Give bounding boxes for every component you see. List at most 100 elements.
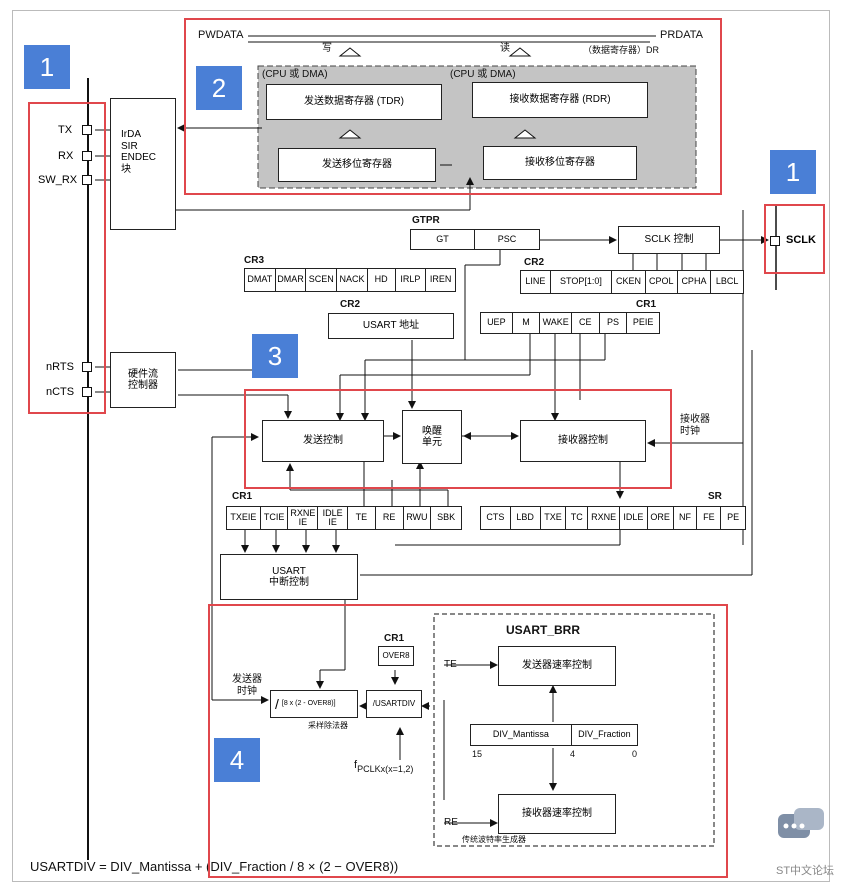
- sr-bit: CTS: [481, 507, 511, 529]
- highlight-data-path: [184, 18, 722, 195]
- sr-bit: IDLE: [620, 507, 648, 529]
- cr2-bit: LINE: [521, 271, 551, 293]
- div-register: DIV_Mantissa DIV_Fraction: [470, 724, 638, 746]
- cr2-bit: CKEN: [612, 271, 646, 293]
- write-label: 写: [322, 43, 332, 54]
- cr3-bit: DMAT: [245, 269, 276, 291]
- rx-control-block: 接收器控制: [520, 420, 646, 462]
- te-label: TE: [444, 659, 457, 670]
- cr2-bit: CPHA: [678, 271, 712, 293]
- figure-border: [12, 10, 830, 882]
- fpclk-label: fPCLKx(x=1,2): [354, 759, 413, 774]
- pin-nrts: nRTS: [46, 361, 74, 373]
- highlight-control: [244, 389, 672, 489]
- prdata-label: PRDATA: [660, 29, 703, 41]
- tx-clock-label: 发送器 时钟: [232, 674, 262, 697]
- pin-tx: TX: [58, 124, 73, 136]
- cr1b-label: CR1: [232, 491, 253, 502]
- sr-bit: TC: [566, 507, 589, 529]
- pwdata-label: PWDATA: [198, 29, 244, 41]
- pin-sw-rx: SW_RX: [38, 174, 78, 186]
- pin-square-sw-rx: [82, 175, 92, 185]
- pin-square-tx: [82, 125, 92, 135]
- cr1-register-lower: TXEIE TCIE RXNE IE IDLE IE TE RE RWU SBK: [226, 506, 462, 530]
- div-fraction: DIV_Fraction: [578, 729, 631, 740]
- rx-clock-label: 接收器 时钟: [680, 414, 710, 437]
- sr-bit: FE: [697, 507, 722, 529]
- watermark-text: ST中文论坛: [776, 865, 835, 877]
- sr-register: CTS LBD TXE TC RXNE IDLE ORE NF FE PE: [480, 506, 746, 530]
- pin-ncts: nCTS: [46, 386, 75, 398]
- cr1-bit: IDLE IE: [318, 507, 348, 529]
- cr2b-label: CR2: [340, 299, 361, 310]
- highlight-pins: [28, 102, 106, 414]
- sampling-divider-label: 采样除法器: [308, 721, 348, 730]
- tx-shift-block: 发送移位寄存器: [278, 148, 436, 182]
- cr3-bit: IREN: [429, 274, 452, 285]
- cr2-bit: CPOL: [646, 271, 678, 293]
- cr1-bit: TXEIE: [227, 507, 261, 529]
- cr1-bit: PEIE: [632, 317, 654, 328]
- rx-shift-block: 接收移位寄存器: [483, 146, 637, 180]
- highlight-sclk: [764, 204, 825, 274]
- fpclk-f: f: [354, 759, 358, 771]
- sr-label: SR: [708, 491, 722, 502]
- pin-sclk: SCLK: [786, 234, 816, 246]
- cr1-bit: RWU: [404, 507, 432, 529]
- hw-flow-block: 硬件流 控制器: [110, 352, 176, 408]
- badge-3: 3: [252, 334, 298, 378]
- sr-bit: ORE: [648, 507, 674, 529]
- tx-rate-block: 发送器速率控制: [498, 646, 616, 686]
- rdr-block: 接收数据寄存器 (RDR): [472, 82, 648, 118]
- badge-2: 2: [196, 66, 242, 110]
- badge-4: 4: [214, 738, 260, 782]
- chat-bubble-icon: [776, 806, 826, 856]
- re-label: RE: [444, 817, 458, 828]
- brr-note: 传统波特率生成器: [462, 835, 526, 844]
- usart-brr-title: USART_BRR: [506, 623, 581, 637]
- wake-unit-block: 唤醒 单元: [402, 410, 462, 464]
- cr1-bit: M: [513, 313, 541, 333]
- sclk-control-block: SCLK 控制: [618, 226, 720, 254]
- cr1a-label: CR1: [636, 299, 657, 310]
- cr1-register-upper: UEP M WAKE CE PS PEIE: [480, 312, 660, 334]
- usartdiv-formula: USARTDIV = DIV_Mantissa + (DIV_Fraction …: [30, 859, 399, 874]
- usart-address-block: USART 地址: [328, 313, 454, 339]
- pin-square-ncts: [82, 387, 92, 397]
- cr1-bit: SBK: [437, 512, 456, 523]
- cr3-bit: IRLP: [396, 269, 427, 291]
- usart-interrupt-block: USART 中断控制: [220, 554, 358, 600]
- over8-box: OVER8: [378, 646, 414, 666]
- sr-bit: TXE: [541, 507, 567, 529]
- pin-rx: RX: [58, 150, 74, 162]
- div-slash: /: [275, 695, 279, 712]
- badge-1-right: 1: [770, 150, 816, 194]
- tx-control-block: 发送控制: [262, 420, 384, 462]
- badge-1-left: 1: [24, 45, 70, 89]
- pin-square-sclk: [770, 236, 780, 246]
- cr1-bit: TE: [348, 507, 376, 529]
- sr-bit: NF: [674, 507, 698, 529]
- cr1-bit: PS: [600, 313, 628, 333]
- irda-block: IrDA SIR ENDEC 块: [110, 98, 176, 230]
- highlight-baud-rate: [208, 604, 728, 878]
- bit-15: 15: [472, 749, 483, 759]
- cr1-bit: RE: [376, 507, 404, 529]
- bit-4: 4: [570, 749, 576, 759]
- pin-square-rx: [82, 151, 92, 161]
- usartdiv-box: /USARTDIV: [366, 690, 422, 718]
- cr3-register: DMAT DMAR SCEN NACK HD IRLP IREN: [244, 268, 456, 292]
- cr1c-label: CR1: [384, 633, 405, 644]
- cr2-bit: LBCL: [715, 276, 739, 287]
- cr1-bit: UEP: [481, 313, 513, 333]
- gtpr-register: GT PSC: [410, 229, 540, 250]
- sr-bit: PE: [727, 512, 740, 523]
- cr2a-label: CR2: [524, 257, 545, 268]
- div-mantissa: DIV_Mantissa: [471, 725, 572, 745]
- cr3-bit: HD: [368, 269, 396, 291]
- dr-label: （数据寄存器）DR: [583, 45, 659, 55]
- sr-bit: LBD: [511, 507, 541, 529]
- sampling-divider-box: / [8 x (2 - OVER8)]: [270, 690, 358, 718]
- div-expression: [8 x (2 - OVER8)]: [281, 699, 336, 707]
